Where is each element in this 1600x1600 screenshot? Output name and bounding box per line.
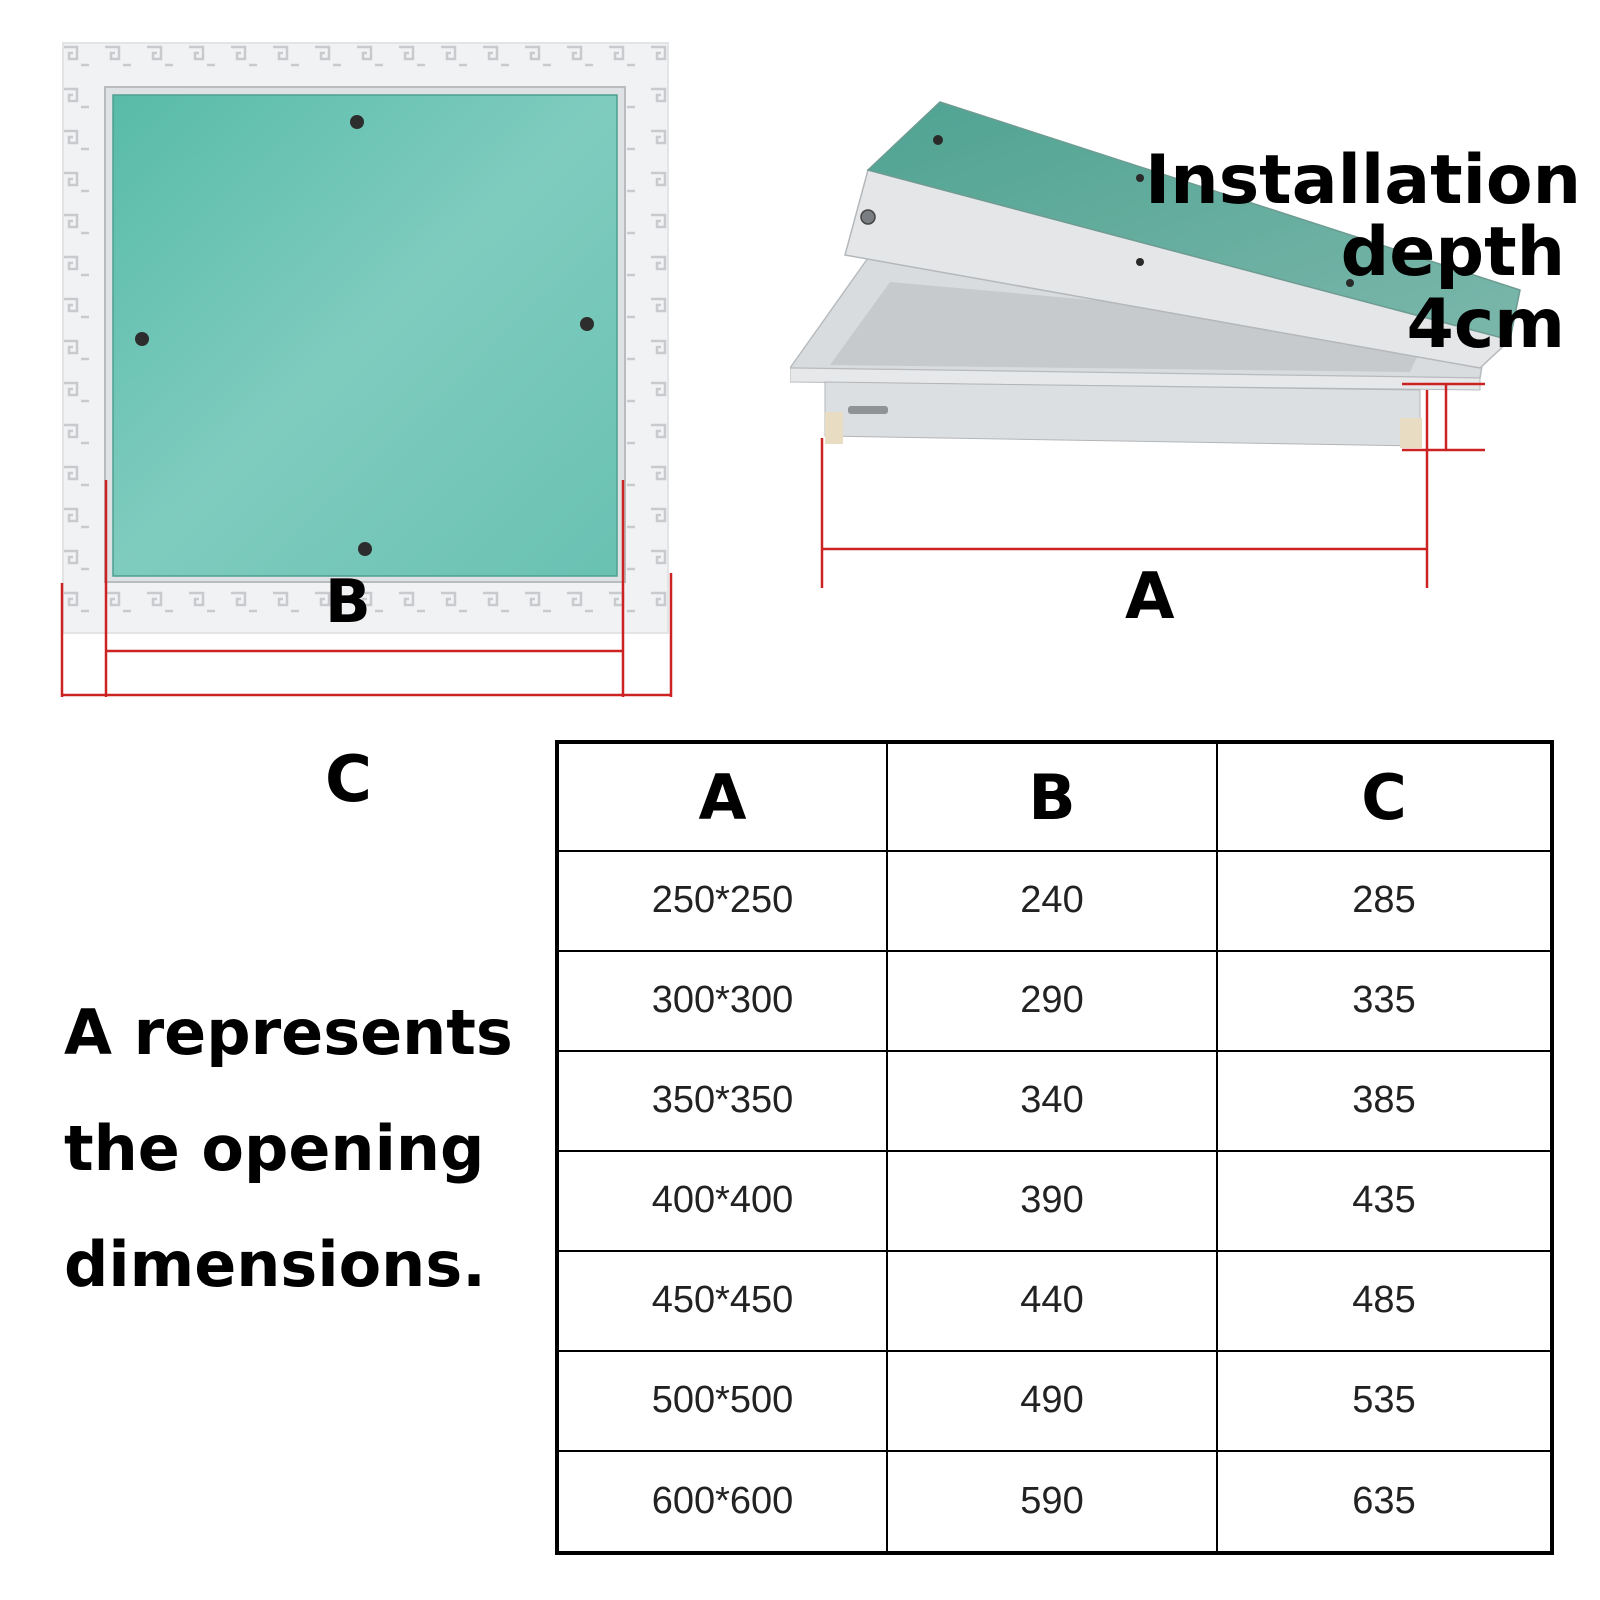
side-label-a: A — [1125, 560, 1175, 634]
note-line-3: dimensions. — [64, 1228, 486, 1301]
screw-left — [135, 332, 149, 346]
table-row: 400*400 390 435 — [556, 1149, 1553, 1252]
table-row: 250*250 240 285 — [556, 850, 1553, 952]
cell-a: 600*600 — [556, 1449, 888, 1555]
lid-screw-4 — [1346, 279, 1354, 287]
side-view-svg — [788, 101, 1521, 588]
depth-value: 4cm — [1406, 285, 1565, 364]
lid-top — [866, 101, 1521, 341]
table-row: 500*500 490 535 — [556, 1349, 1553, 1452]
screw-bottom — [358, 542, 372, 556]
lid-hinge — [860, 209, 876, 225]
cell-c: 335 — [1216, 949, 1553, 1052]
front-label-c: C — [325, 743, 372, 817]
latch — [848, 406, 888, 414]
table-row: 450*450 440 485 — [556, 1249, 1553, 1352]
lid-screw-2 — [1136, 174, 1144, 182]
cell-c: 635 — [1216, 1449, 1553, 1555]
cell-b: 390 — [886, 1149, 1218, 1252]
table-row: 300*300 290 335 — [556, 949, 1553, 1052]
base-lower — [824, 381, 1421, 447]
cell-c: 485 — [1216, 1249, 1553, 1352]
green-panel — [112, 94, 618, 577]
base-front-edge — [789, 367, 1481, 391]
side-view-diagram — [788, 90, 1550, 640]
cell-a: 450*450 — [556, 1249, 888, 1352]
header-b: B — [886, 741, 1218, 852]
table-header-row: A B C — [556, 741, 1553, 852]
front-view-svg — [60, 42, 673, 697]
foot-left — [825, 412, 843, 444]
cell-a: 500*500 — [556, 1349, 888, 1452]
foot-right — [1400, 418, 1422, 448]
cell-b: 340 — [886, 1049, 1218, 1152]
header-c: C — [1216, 741, 1553, 852]
screw-top — [350, 115, 364, 129]
depth-label-line1: Installation — [1145, 141, 1582, 220]
depth-label-line2: depth — [1340, 213, 1565, 292]
base-inner — [830, 282, 1430, 372]
front-label-b: B — [325, 567, 371, 637]
cell-b: 440 — [886, 1249, 1218, 1352]
cell-a: 250*250 — [556, 850, 888, 952]
side-dimension-lines — [820, 382, 1485, 588]
note-line-1: A represents — [64, 996, 513, 1069]
note-line-2: the opening — [64, 1112, 485, 1185]
dimension-note: A represents the opening dimensions. — [64, 975, 534, 1323]
lid-screw-3 — [1136, 258, 1144, 266]
cell-c: 385 — [1216, 1049, 1553, 1152]
cell-b: 590 — [886, 1449, 1218, 1555]
cell-c: 535 — [1216, 1349, 1553, 1452]
screw-right — [580, 317, 594, 331]
cell-b: 240 — [886, 850, 1218, 952]
header-a: A — [556, 741, 888, 852]
installation-depth-label: Installation depth 4cm — [1145, 141, 1582, 364]
lid-screw-1 — [933, 135, 943, 145]
table-row: 600*600 590 635 — [556, 1449, 1553, 1555]
cell-c: 435 — [1216, 1149, 1553, 1252]
cell-b: 290 — [886, 949, 1218, 1052]
front-view-diagram — [55, 35, 695, 725]
size-table: A B C 250*250 240 285 300*300 290 335 35… — [555, 740, 1554, 1555]
cell-b: 490 — [886, 1349, 1218, 1452]
cell-a: 400*400 — [556, 1149, 888, 1252]
table-row: 350*350 340 385 — [556, 1049, 1553, 1152]
cell-a: 300*300 — [556, 949, 888, 1052]
cell-a: 350*350 — [556, 1049, 888, 1152]
cell-c: 285 — [1216, 850, 1553, 952]
front-dimension-lines — [60, 480, 673, 697]
